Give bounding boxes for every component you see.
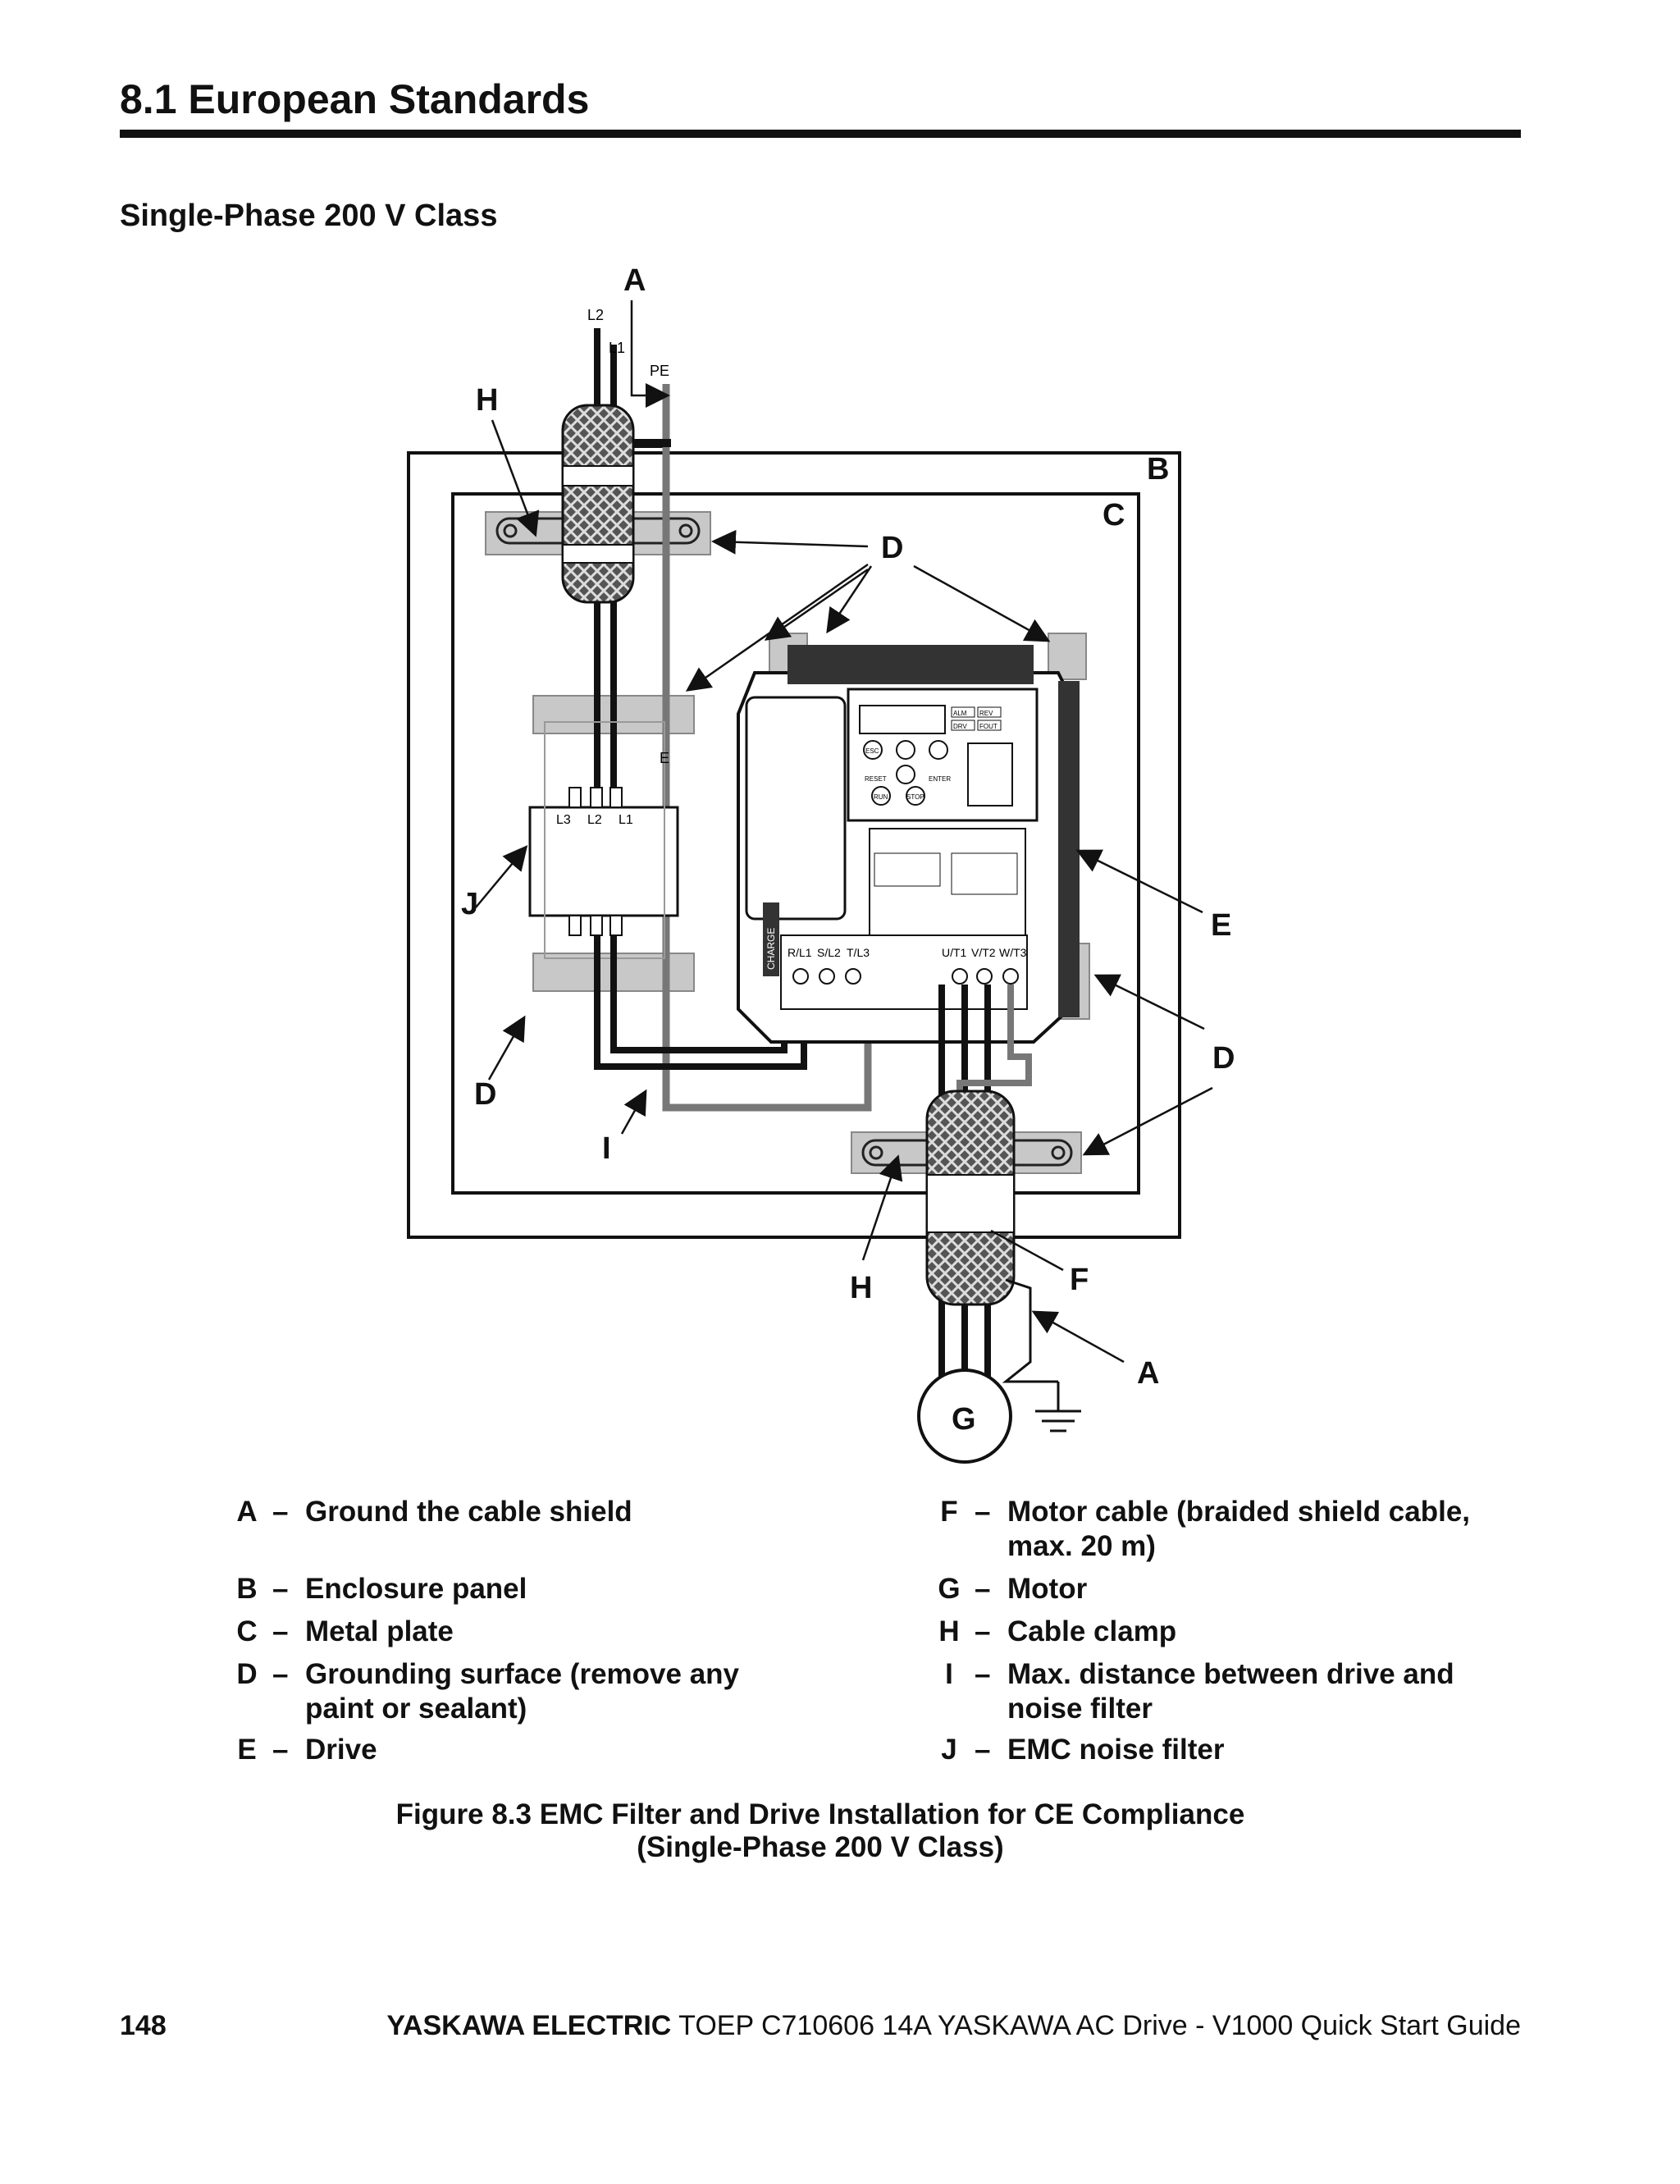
legend-dash: – xyxy=(272,1658,289,1690)
key-enter: ENTER xyxy=(929,775,951,783)
caption-line-1: Figure 8.3 EMC Filter and Drive Installa… xyxy=(395,1798,1245,1830)
legend-key: G xyxy=(938,1573,961,1605)
terminal-u: U/T1 xyxy=(942,946,967,959)
callout-j: J xyxy=(461,887,478,921)
charge-label: CHARGE xyxy=(765,928,777,970)
leader-lines xyxy=(475,300,1213,1364)
legend-dash: – xyxy=(975,1658,991,1690)
motor xyxy=(917,1368,1012,1464)
callout-c: C xyxy=(1102,498,1125,532)
filter-terminal-l3: L3 xyxy=(556,813,571,827)
legend-text: Metal plate xyxy=(305,1615,454,1647)
legend-key: I xyxy=(945,1658,953,1690)
legend-key: A xyxy=(236,1496,258,1528)
wire-label-l1: L1 xyxy=(609,340,625,356)
legend-dash: – xyxy=(272,1615,289,1647)
callout-d-right: D xyxy=(1212,1041,1235,1076)
legend-dash: – xyxy=(975,1496,991,1528)
legend-key: C xyxy=(236,1615,258,1647)
legend-text: Ground the cable shield xyxy=(305,1496,632,1528)
footer-doc-title: YASKAWA ELECTRIC TOEP C710606 14A YASKAW… xyxy=(386,2010,1521,2042)
legend-text: Enclosure panel xyxy=(305,1573,527,1605)
legend-dash: – xyxy=(975,1573,991,1605)
callout-a-bottom: A xyxy=(1137,1356,1159,1391)
legend-text: Grounding surface (remove any paint or s… xyxy=(305,1658,740,1725)
legend-dash: – xyxy=(272,1734,289,1766)
callout-i: I xyxy=(602,1131,611,1166)
legend-dash: – xyxy=(272,1573,289,1605)
terminal-t: T/L3 xyxy=(847,946,870,959)
callout-a-top: A xyxy=(623,263,646,298)
legend-text: Motor xyxy=(1007,1573,1088,1605)
legend-text: Drive xyxy=(305,1734,377,1766)
terminal-r: R/L1 xyxy=(788,946,812,959)
drive: ALM REV DRV FOUT ESC RESET ENTER RUN STO… xyxy=(737,645,1080,1044)
wire-label-l2: L2 xyxy=(587,307,604,323)
wire-label-e: E xyxy=(660,750,669,766)
noise-filter-body xyxy=(528,806,679,917)
motor-pe-wire xyxy=(956,985,1032,1113)
footer-brand: YASKAWA ELECTRIC xyxy=(386,2010,672,2041)
key-reset: RESET xyxy=(865,775,887,783)
enclosure-panel xyxy=(407,451,1181,1239)
terminal-v: V/T2 xyxy=(971,946,996,959)
legend-text: EMC noise filter xyxy=(1007,1734,1225,1766)
key-rev: REV xyxy=(979,710,993,717)
callout-e: E xyxy=(1211,908,1231,943)
legend-dash: – xyxy=(272,1496,289,1528)
figure-caption: Figure 8.3 EMC Filter and Drive Installa… xyxy=(246,1798,1395,1864)
subheading: Single-Phase 200 V Class xyxy=(120,199,498,233)
callout-g: G xyxy=(952,1402,976,1437)
wire-label-pe: PE xyxy=(650,363,669,379)
key-alm: ALM xyxy=(953,710,967,717)
ground-symbol xyxy=(1035,1382,1081,1432)
shield-ground-wire xyxy=(1002,1278,1058,1383)
legend-text: Cable clamp xyxy=(1007,1615,1177,1647)
page-number: 148 xyxy=(120,2010,167,2041)
section-title: 8.1 European Standards xyxy=(120,76,590,122)
callout-b: B xyxy=(1147,452,1169,487)
legend-key: D xyxy=(236,1658,258,1690)
legend-key: B xyxy=(236,1573,258,1605)
callout-d-top: D xyxy=(881,531,903,565)
legend-text: Motor cable (braided shield cable, max. … xyxy=(1007,1496,1471,1562)
legend-dash: – xyxy=(975,1615,991,1647)
terminal-s: S/L2 xyxy=(817,946,841,959)
emc-installation-figure: L3 L2 L1 ALM REV DRV FOUT ESC RESET ENTE… xyxy=(407,263,1235,1464)
key-run: RUN xyxy=(874,793,888,801)
metal-plate xyxy=(451,492,1140,1195)
legend-key: J xyxy=(941,1734,957,1766)
callout-d-left: D xyxy=(474,1077,496,1112)
legend-text: Max. distance between drive and noise fi… xyxy=(1007,1658,1454,1725)
footer-doc: TOEP C710606 14A YASKAWA AC Drive - V100… xyxy=(671,2010,1521,2041)
key-stop: STOP xyxy=(906,793,924,801)
callout-h-bottom: H xyxy=(850,1271,872,1305)
filter-terminals xyxy=(568,787,623,936)
legend-dash: – xyxy=(975,1734,991,1766)
section-rule xyxy=(120,130,1521,138)
input-cable-braid xyxy=(561,404,635,604)
terminal-w: W/T3 xyxy=(999,946,1027,959)
filter-terminal-l2: L2 xyxy=(587,813,602,827)
legend-key: E xyxy=(237,1734,257,1766)
key-drv: DRV xyxy=(953,723,967,730)
callout-h-top: H xyxy=(476,383,498,418)
legend-key: H xyxy=(938,1615,960,1647)
key-esc: ESC xyxy=(865,747,879,755)
callout-f: F xyxy=(1070,1263,1089,1297)
legend-key: F xyxy=(940,1496,958,1528)
key-fout: FOUT xyxy=(979,723,998,730)
caption-line-2: (Single-Phase 200 V Class) xyxy=(637,1831,1004,1863)
filter-terminal-l1: L1 xyxy=(619,813,633,827)
pe-wire xyxy=(662,384,872,1112)
